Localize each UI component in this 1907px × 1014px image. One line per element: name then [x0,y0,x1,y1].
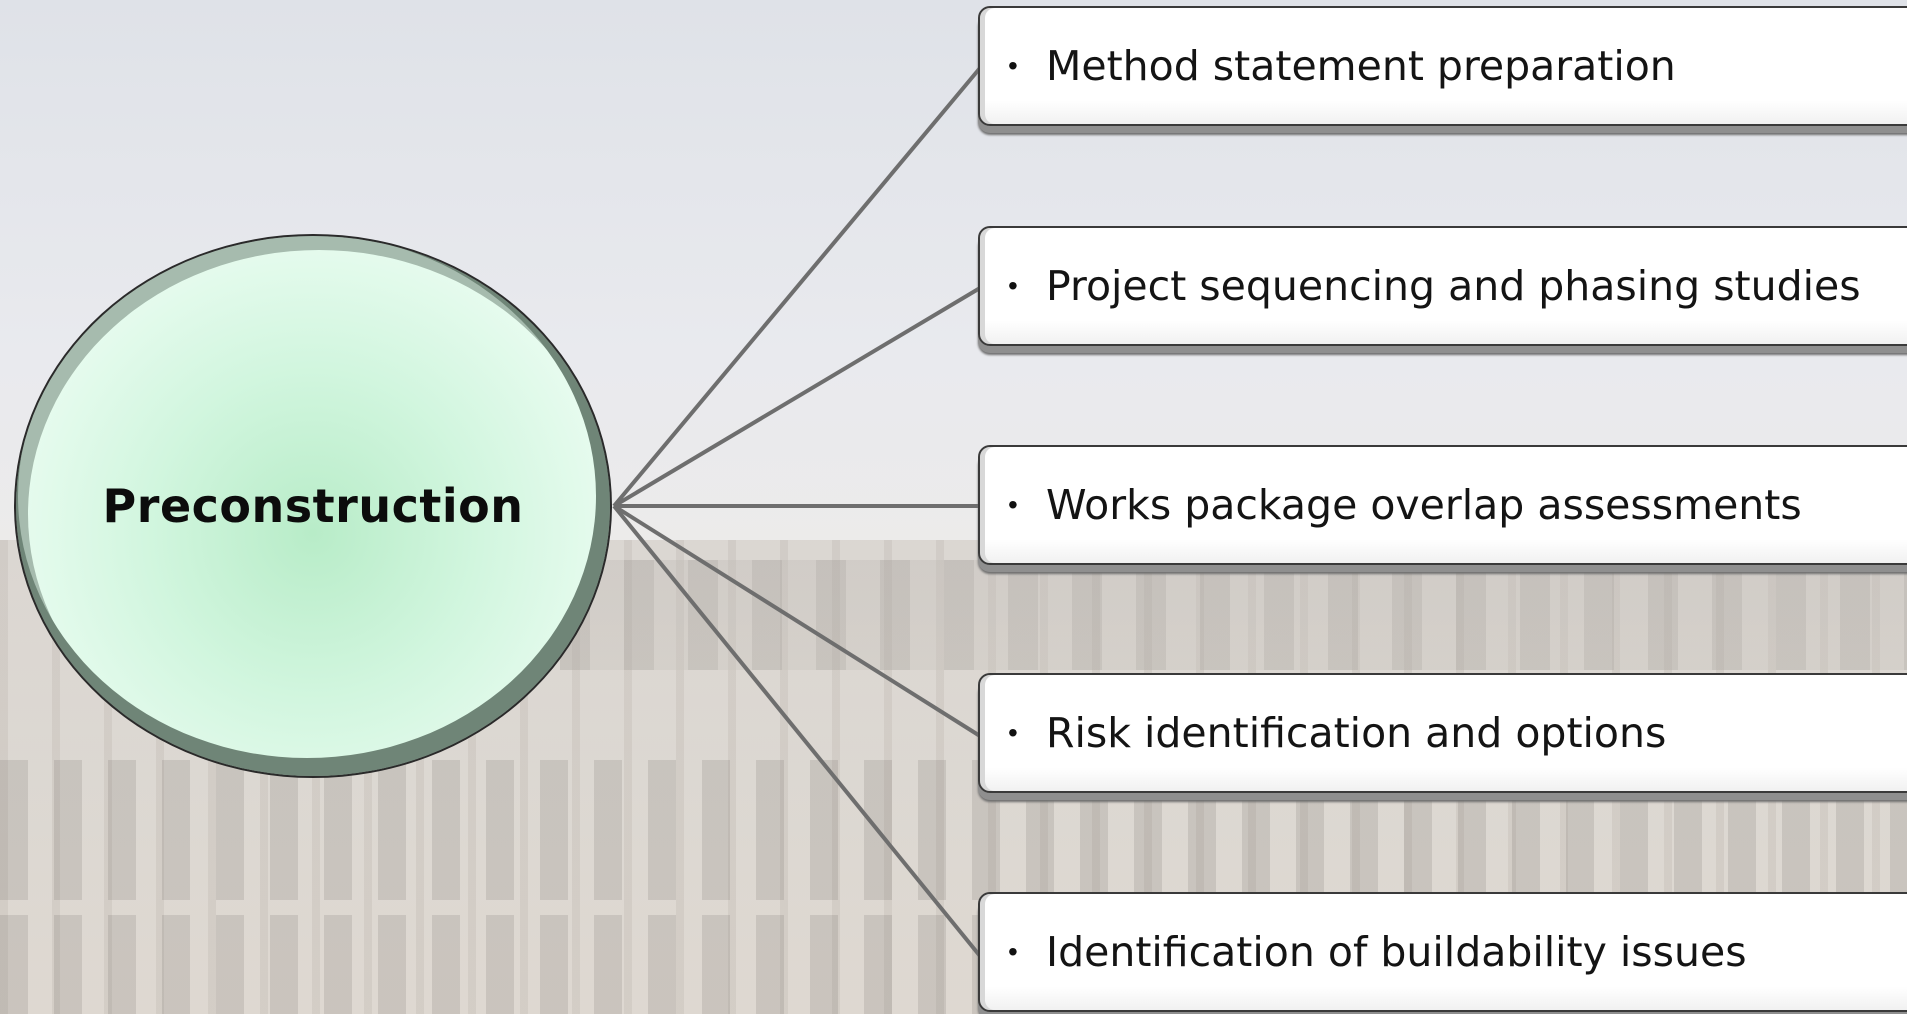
bullet-glyph: • [1008,717,1018,748]
hub-label: Preconstruction [102,479,524,533]
bullet-glyph: • [1008,936,1018,967]
item-text-4: Risk identification and options [1046,709,1667,757]
connector-line-1 [612,66,982,508]
hub-circle: Preconstruction [14,234,612,778]
item-box-1: • Method statement preparation [978,6,1907,126]
item-text-1: Method statement preparation [1046,42,1676,90]
item-box-5: • Identification of buildability issues [978,892,1907,1012]
item-text-5: Identification of buildability issues [1046,928,1747,976]
connector-line-4 [612,504,982,738]
item-box-3: • Works package overlap assessments [978,445,1907,565]
item-box-2: • Project sequencing and phasing studies [978,226,1907,346]
connector-line-2 [612,286,982,508]
connector-line-5 [612,504,982,958]
bullet-glyph: • [1008,50,1018,81]
item-text-2: Project sequencing and phasing studies [1046,262,1861,310]
bullet-glyph: • [1008,270,1018,301]
bullet-glyph: • [1008,489,1018,520]
item-text-3: Works package overlap assessments [1046,481,1802,529]
item-box-4: • Risk identification and options [978,673,1907,793]
